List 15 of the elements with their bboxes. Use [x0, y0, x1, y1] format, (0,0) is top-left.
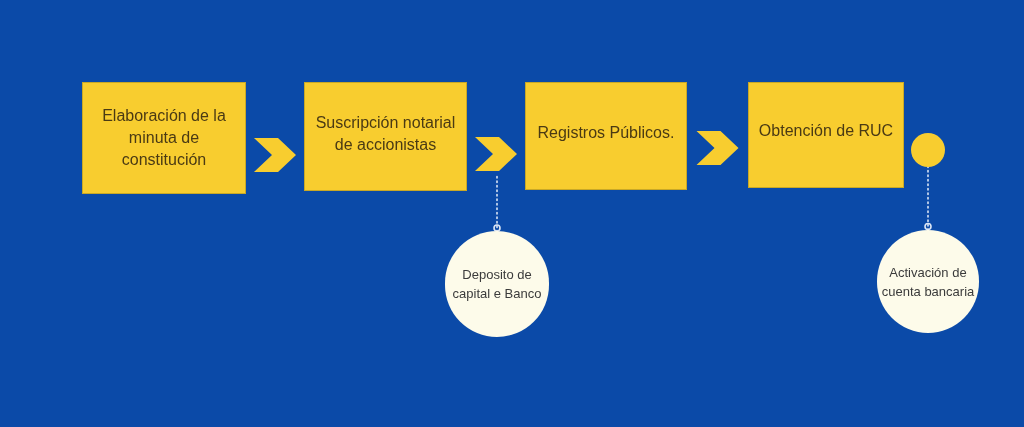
step-label: Obtención de RUC	[758, 121, 894, 141]
step-box	[83, 83, 245, 193]
step-label: Elaboración de la minuta de constitución	[101, 106, 227, 170]
chevron-arrow	[475, 137, 517, 171]
step-label: Registros Públicos.	[537, 123, 675, 143]
step-box	[526, 83, 686, 189]
step-box	[305, 83, 466, 190]
leader-line	[493, 175, 501, 233]
circle-label: Deposito de capital e Banco	[451, 266, 543, 303]
circle-label: Activación de cuenta bancaria	[881, 263, 975, 301]
chevron-arrow	[254, 138, 296, 172]
leader-line	[924, 166, 932, 232]
step-box	[749, 83, 903, 187]
chevron-arrow	[696, 131, 739, 165]
step-label: Suscripción notarial de accionistas	[314, 112, 457, 155]
